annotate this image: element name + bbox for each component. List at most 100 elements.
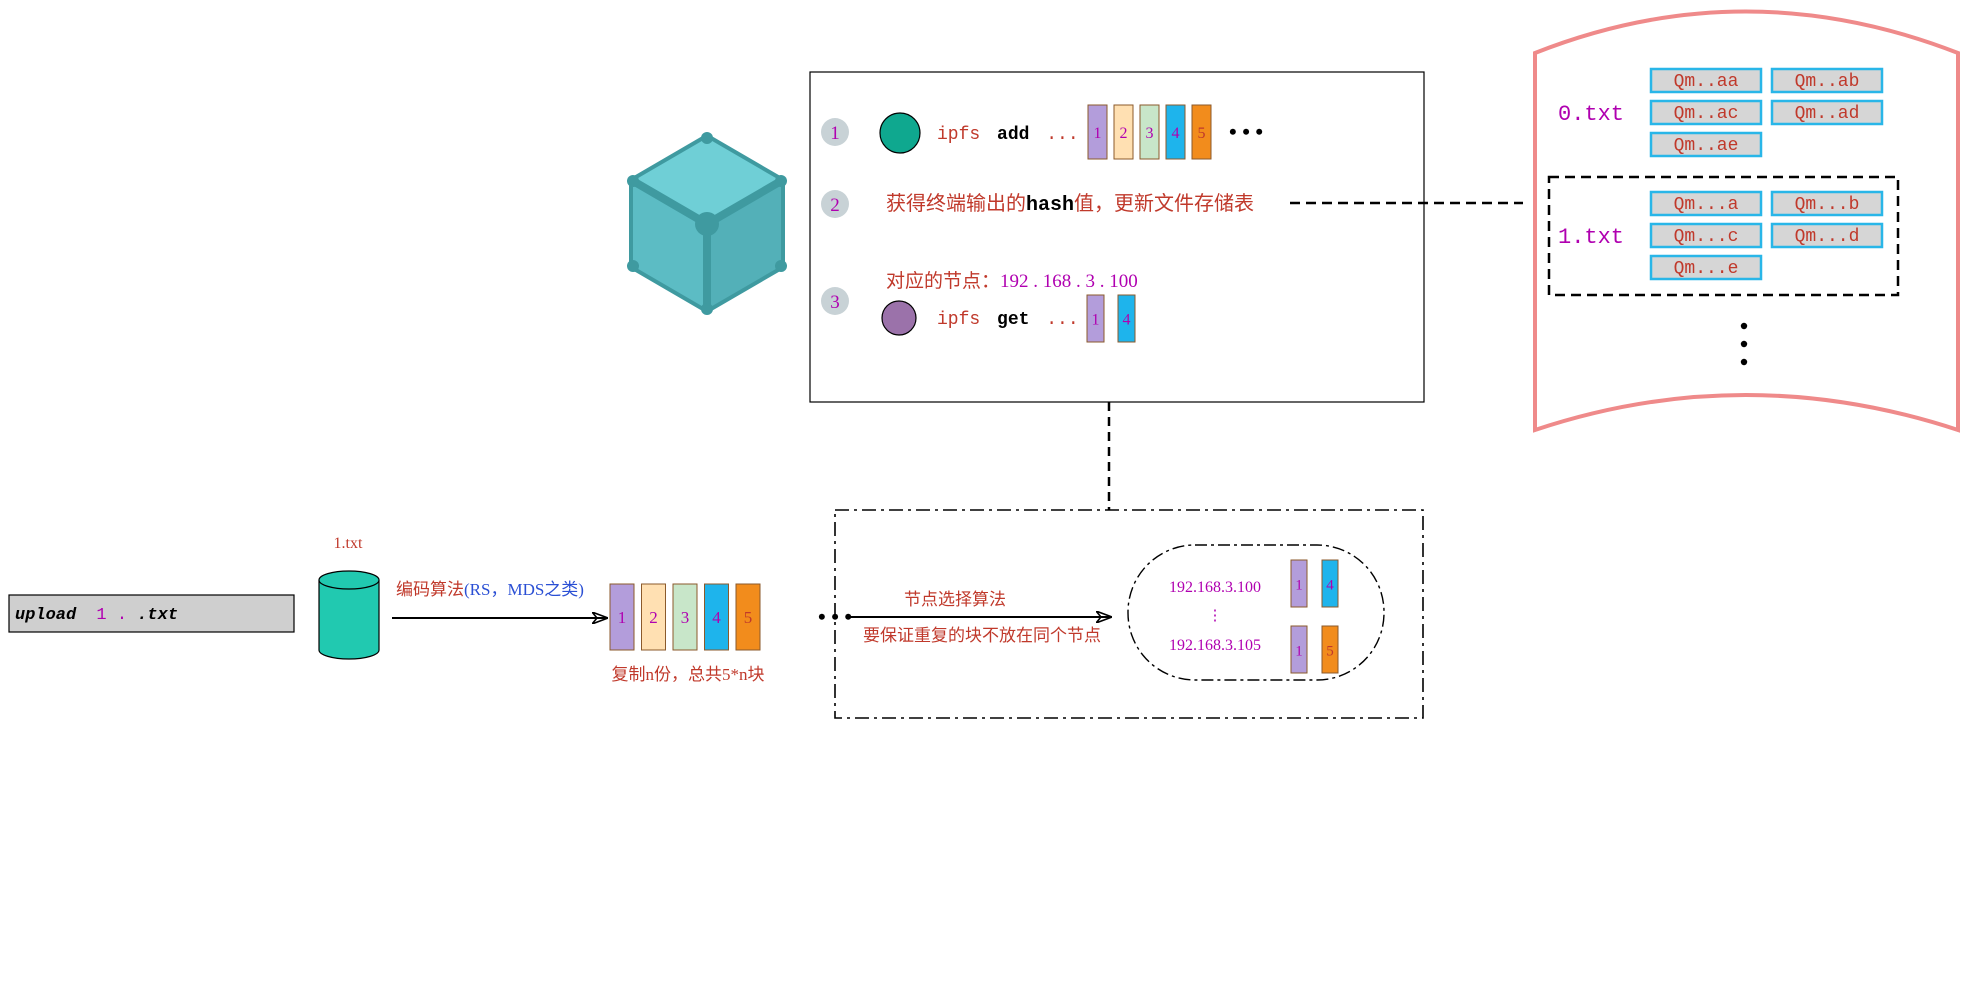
data-block-label: 1 [1094, 125, 1102, 142]
step-2-post: 值，更新文件存储表 [1074, 192, 1254, 215]
step-3-badge [821, 287, 849, 315]
step-3-sub: get [997, 310, 1029, 330]
upload-file-number: 1 [96, 606, 106, 625]
upload-keyword: upload [15, 606, 77, 625]
hash-cell [1649, 190, 1763, 217]
step-3-ip: 192 . 168 . 3 . 100 [1000, 271, 1138, 292]
file-cylinder: 1.txt [318, 535, 380, 660]
step-1-dots: ... [1046, 125, 1078, 145]
hash-cell [1770, 99, 1884, 126]
step-2-pre: 获得终端输出的 [886, 192, 1026, 215]
hash-cell [1649, 67, 1763, 94]
cylinder-database-icon [318, 570, 380, 660]
data-block [1086, 294, 1105, 343]
step-1-command: ipfs add ... [937, 125, 1079, 145]
data-block [1191, 104, 1212, 160]
data-block [1321, 559, 1339, 608]
data-block-label: 1 [1295, 578, 1303, 594]
data-block-label: 4 [1172, 125, 1180, 142]
hash-value: Qm...c [1674, 227, 1739, 247]
data-block [1321, 625, 1339, 674]
hash-value: Qm...d [1795, 227, 1860, 247]
data-block [672, 583, 698, 651]
step-1-badge [821, 118, 849, 146]
data-block-label: 5 [1326, 644, 1334, 660]
node-select-title: 节点选择算法 [904, 590, 1006, 609]
encode-label-main: 编码算法 [396, 580, 464, 599]
step-3-node-line: 对应的节点：192 . 168 . 3 . 100 [886, 270, 1138, 292]
upload-command: upload 1 . .txt [8, 594, 295, 633]
encode-label: 编码算法(RS，MDS之类) [396, 580, 584, 599]
step-3-number: 3 [830, 292, 840, 313]
step-1-cmd: ipfs [937, 125, 980, 145]
ipfs-cube-icon [627, 132, 787, 315]
data-block [704, 583, 729, 651]
upload-command-box [8, 594, 295, 633]
file-table-vdots [1740, 322, 1748, 366]
file-label: 1.txt [334, 535, 363, 552]
file-1-highlight [1547, 175, 1900, 297]
hash-value: Qm...e [1674, 259, 1739, 279]
hash-value: Qm...b [1795, 195, 1860, 215]
data-block [1139, 104, 1160, 160]
node-selection-panel: 节点选择算法 要保证重复的块不放在同个节点 192.168.3.100 ⋮ 19… [834, 509, 1424, 719]
data-block [641, 583, 666, 651]
data-block-label: 5 [1198, 125, 1206, 142]
step-2-hash: hash [1026, 194, 1074, 217]
hash-cell [1770, 190, 1884, 217]
data-block [1117, 294, 1136, 343]
hash-cell [1649, 131, 1763, 158]
step-3-dots: ... [1046, 310, 1078, 330]
node-ip-1: 192.168.3.100 [1169, 579, 1261, 596]
data-block [1113, 104, 1134, 160]
node-vdots: ⋮ [1208, 608, 1223, 624]
data-block-label: 3 [1146, 125, 1154, 142]
hash-value: Qm..ad [1795, 104, 1860, 124]
upload-command-text: upload 1 . .txt [15, 606, 178, 625]
node-select-note: 要保证重复的块不放在同个节点 [863, 626, 1101, 645]
step-1-more: • • • [1229, 119, 1263, 144]
hash-cell [1649, 254, 1763, 281]
data-block-label: 1 [1092, 312, 1100, 329]
step-2-number: 2 [830, 195, 840, 216]
step-2: 2 获得终端输出的hash值，更新文件存储表 [821, 190, 1254, 218]
node-ip-2: 192.168.3.105 [1169, 637, 1261, 654]
hash-value: Qm..ab [1795, 72, 1860, 92]
data-block-label: 4 [1123, 312, 1131, 329]
hash-value: Qm..ac [1674, 104, 1739, 124]
data-block [609, 583, 635, 651]
upload-file-dot: . [117, 606, 127, 625]
hash-cell [1770, 222, 1884, 249]
step-2-badge [821, 190, 849, 218]
step-2-text: 获得终端输出的hash值，更新文件存储表 [886, 192, 1254, 217]
data-block [1290, 559, 1308, 608]
step-3-cmd: ipfs [937, 310, 980, 330]
hash-value: Qm...a [1674, 195, 1739, 215]
data-block-label: 3 [681, 608, 690, 627]
step-3: 对应的节点：192 . 168 . 3 . 100 3 ipfs get ...… [821, 270, 1138, 343]
hash-cell [1649, 99, 1763, 126]
data-block-label: 1 [618, 608, 627, 627]
data-block-label: 5 [744, 608, 753, 627]
copy-note: 复制n份，总共5*n块 [612, 665, 765, 684]
data-block [1087, 104, 1108, 160]
step-1-sub: add [997, 125, 1029, 145]
hash-value: Qm..ae [1674, 136, 1739, 156]
data-block-label: 2 [649, 608, 658, 627]
hash-cell [1770, 67, 1884, 94]
node-group-capsule [1127, 544, 1385, 681]
ipfs-steps-panel: 1 ipfs add ... 1 2 3 4 5 • • • 2 获得终端输出的hash… [809, 71, 1425, 403]
hash-value: Qm..aa [1674, 72, 1739, 92]
node-icon-purple [881, 300, 917, 336]
data-block [1165, 104, 1186, 160]
node-selection-box [834, 509, 1424, 719]
